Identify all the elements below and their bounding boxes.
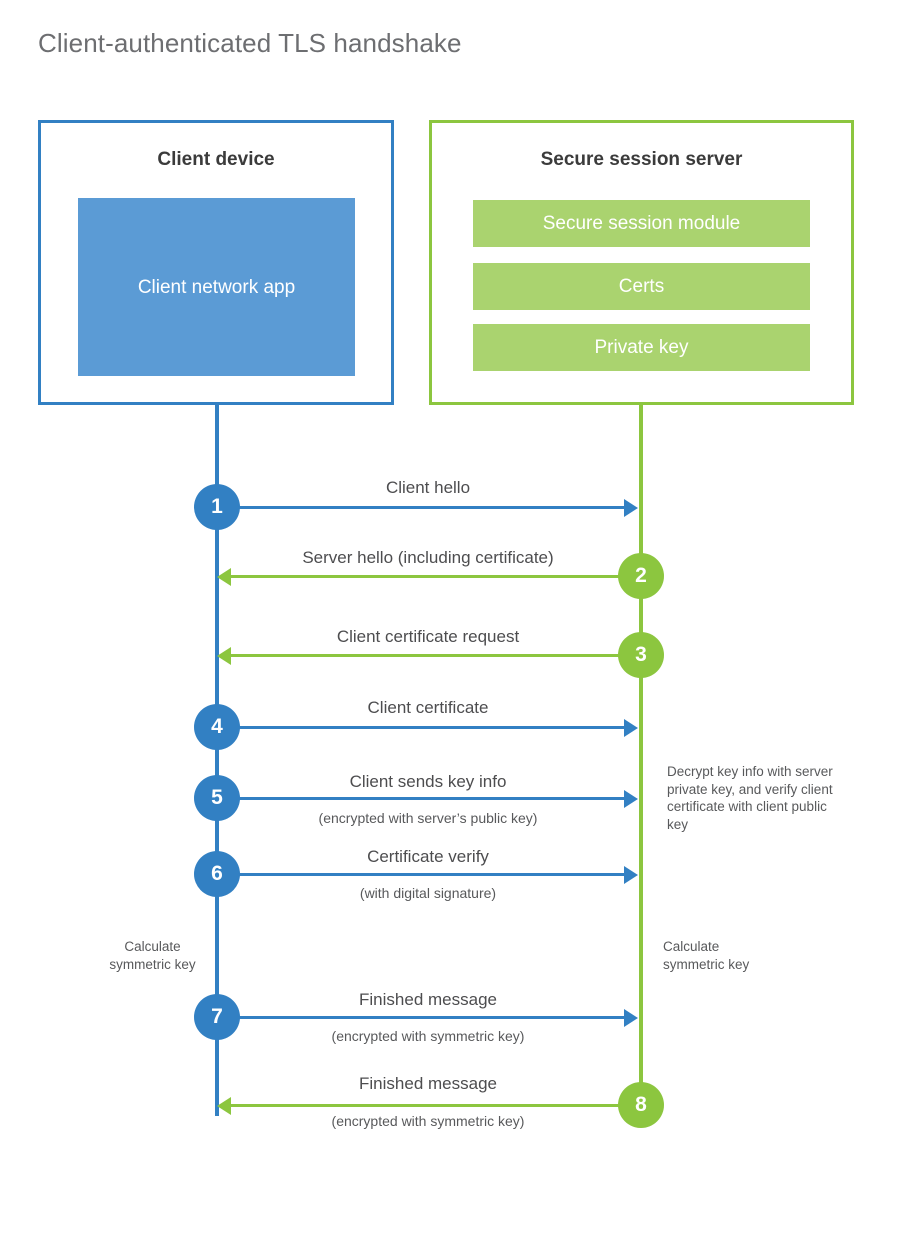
note-client-calculate-symmetric-key: Calculate symmetric key: [109, 939, 196, 972]
message-arrow-2: [231, 575, 641, 578]
server-component-label: Certs: [618, 275, 665, 297]
message-arrowhead-4: [624, 718, 638, 737]
client-network-app-label: Client network app: [137, 276, 296, 298]
message-label-1: Client hello: [385, 478, 471, 497]
note-server-calculate-symmetric-key: Calculate symmetric key: [663, 939, 750, 972]
step-circle-1[interactable]: 1: [194, 484, 240, 530]
page-title: Client-authenticated TLS handshake: [38, 28, 462, 58]
message-label-8: Finished message: [359, 1074, 497, 1093]
message-sublabel-8: (encrypted with symmetric key): [331, 1113, 525, 1129]
step-circle-5[interactable]: 5: [194, 775, 240, 821]
message-label-6: Certificate verify: [367, 847, 489, 866]
message-arrowhead-3: [217, 646, 231, 665]
client-network-app-block: Client network app: [78, 198, 355, 376]
server-component-secure-session-module: Secure session module: [473, 200, 810, 247]
secure-session-server-title: Secure session server: [540, 149, 743, 170]
step-circle-2[interactable]: 2: [618, 553, 664, 599]
message-sublabel-5: (encrypted with server’s public key): [318, 810, 538, 826]
message-label-5: Client sends key info: [349, 772, 507, 791]
step-circle-6[interactable]: 6: [194, 851, 240, 897]
step-circle-8[interactable]: 8: [618, 1082, 664, 1128]
client-lifeline: [215, 403, 219, 1116]
message-arrowhead-5: [624, 789, 638, 808]
message-label-4: Client certificate: [367, 698, 489, 717]
message-arrow-1: [217, 506, 626, 509]
message-arrow-6: [217, 873, 626, 876]
step-circle-4[interactable]: 4: [194, 704, 240, 750]
step-circle-7[interactable]: 7: [194, 994, 240, 1040]
message-arrow-8: [231, 1104, 641, 1107]
server-component-certs: Certs: [473, 263, 810, 310]
note-server-decrypt: Decrypt key info with server private key…: [667, 764, 833, 832]
server-component-label: Private key: [594, 336, 689, 358]
message-arrowhead-6: [624, 865, 638, 884]
message-label-7: Finished message: [359, 990, 497, 1009]
server-component-label: Secure session module: [542, 212, 741, 234]
message-arrowhead-1: [624, 498, 638, 517]
message-arrowhead-2: [217, 567, 231, 586]
message-arrow-3: [231, 654, 641, 657]
step-circle-3[interactable]: 3: [618, 632, 664, 678]
message-label-2: Server hello (including certificate): [302, 548, 554, 567]
message-sublabel-7: (encrypted with symmetric key): [331, 1028, 525, 1044]
message-arrowhead-7: [624, 1008, 638, 1027]
server-lifeline: [639, 403, 643, 1105]
message-arrow-4: [217, 726, 626, 729]
message-arrowhead-8: [217, 1096, 231, 1115]
client-device-title: Client device: [157, 149, 275, 170]
message-label-3: Client certificate request: [336, 627, 520, 646]
message-sublabel-6: (with digital signature): [359, 885, 497, 901]
server-component-private-key: Private key: [473, 324, 810, 371]
message-arrow-7: [217, 1016, 626, 1019]
message-arrow-5: [217, 797, 626, 800]
